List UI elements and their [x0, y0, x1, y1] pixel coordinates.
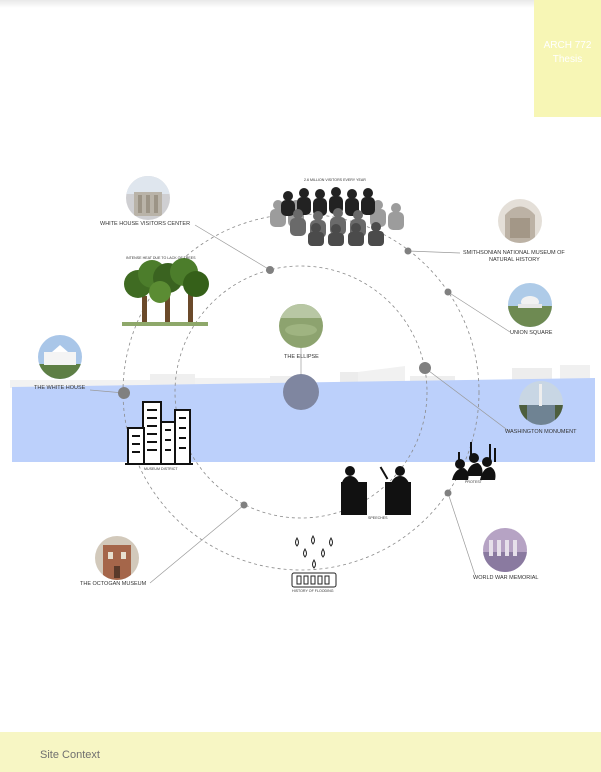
photo-smithsonian-icon	[498, 199, 542, 243]
photo-octogan-museum-icon	[95, 536, 139, 580]
node-white-house	[118, 387, 130, 399]
center-ellipse-node	[283, 374, 319, 410]
top-shade	[0, 0, 601, 8]
label-speeches: SPEECHES	[368, 516, 388, 520]
label-union-square: UNION SQUARE	[510, 330, 553, 336]
label-museum-district: MUSEUM DISTRICT	[144, 467, 178, 471]
label-heat: INTENSE HEAT DUE TO LACK OF TREES	[126, 256, 196, 260]
node-protest	[444, 489, 452, 497]
label-wwii-memorial: WORLD WAR MEMORIAL	[473, 575, 539, 581]
photo-washington-monument-icon	[519, 381, 563, 425]
flood-drops-icon	[291, 535, 337, 588]
protest-icon	[452, 442, 496, 480]
footer-title: Site Context	[40, 749, 100, 761]
node-octogan	[240, 501, 248, 509]
node-union-square	[444, 288, 452, 296]
photo-ellipse-icon	[279, 304, 323, 348]
inner-ring	[174, 265, 428, 519]
crowd-icon	[270, 187, 404, 246]
course-subtitle: Thesis	[552, 54, 583, 65]
footer-bar: Site Context	[0, 732, 601, 772]
label-flooding: HISTORY OF FLOODING	[292, 589, 334, 593]
podium-speakers-icon	[341, 466, 411, 515]
course-tag: ARCH 772 Thesis	[534, 0, 601, 117]
photo-white-house-visitors-center-icon	[126, 176, 170, 220]
nodes	[118, 247, 452, 509]
label-visitors: 2.6 MILLION VISITORS EVERY YEAR	[304, 178, 366, 182]
label-smithsonian-line1: SMITHSONIAN NATIONAL MUSEUM OF	[463, 250, 565, 256]
building-icon	[125, 401, 193, 465]
label-white-house-visitors-center: WHITE HOUSE VISITORS CENTER	[100, 221, 191, 227]
trees-icon	[122, 258, 209, 326]
photo-union-square-icon	[508, 283, 552, 327]
label-ellipse: THE ELLIPSE	[284, 354, 319, 360]
node-visitors-center	[266, 266, 274, 274]
label-smithsonian-line2: NATURAL HISTORY	[489, 257, 540, 263]
photo-wwii-memorial-icon	[483, 528, 527, 572]
label-octogan-museum: THE OCTOGAN MUSEUM	[80, 581, 147, 587]
label-washington-monument: WASHINGTON MONUMENT	[505, 429, 577, 435]
node-smithsonian	[404, 247, 412, 255]
course-code: ARCH 772	[543, 40, 592, 51]
label-protest: PROTEST	[465, 480, 482, 484]
photo-white-house-icon	[38, 335, 82, 379]
node-washington-monument	[419, 362, 431, 374]
label-white-house: THE WHITE HOUSE	[34, 385, 86, 391]
